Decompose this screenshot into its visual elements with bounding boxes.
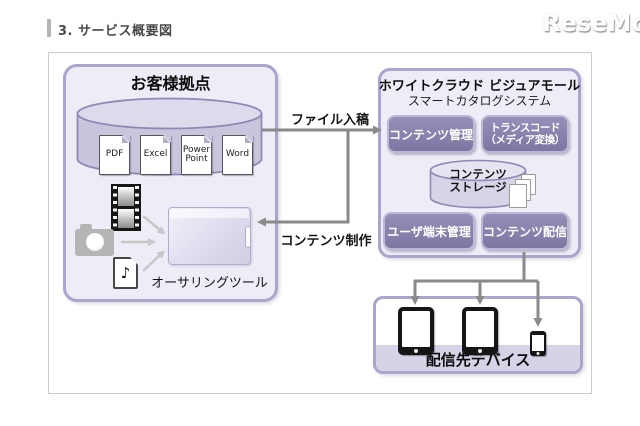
module-transcode: トランスコード （メディア変換） (481, 115, 569, 153)
module-user-device-management: ユーザ端末管理 (383, 212, 475, 250)
music-file-icon: ♪ (113, 257, 138, 289)
module-content-management: コンテンツ管理 (387, 115, 475, 153)
smartphone-icon (530, 331, 546, 356)
document-icon-excel: Excel (140, 135, 171, 175)
cloud-service-subtitle: スマートカタログシステム (407, 94, 552, 108)
content-storage-label: コンテンツ ストレージ (449, 167, 507, 194)
film-icon (111, 184, 141, 231)
papers-icon (509, 184, 527, 208)
camera-icon (80, 224, 92, 231)
authoring-tool-label: オーサリングツール (151, 276, 268, 291)
tablet-icon (462, 307, 498, 355)
camera-lens-icon (86, 233, 104, 251)
module-content-delivery: コンテンツ配信 (481, 212, 569, 250)
document-icon-powerpoint: Power Point (181, 135, 212, 175)
authoring-tool-titlebar (170, 209, 249, 218)
document-icon-pdf: PDF (99, 135, 130, 175)
authoring-tool-notch (245, 226, 251, 248)
database-cylinder-icon (429, 159, 527, 209)
document-icon-word: Word (222, 135, 253, 175)
delivery-devices-label: 配信先デバイス (425, 351, 531, 369)
flow-label-file-submission: ファイル入稿 (290, 113, 369, 128)
tablet-icon (398, 307, 434, 355)
section-title: 3. サービス概要図 (58, 24, 173, 39)
section-accent-bar (47, 19, 51, 37)
flow-label-content-creation: コンテンツ制作 (280, 234, 372, 249)
customer-site-title: お客様拠点 (130, 74, 211, 93)
cloud-service-title: ホワイトクラウド ビジュアモール (378, 79, 581, 94)
resemom-logo: ReseMom (542, 9, 640, 37)
